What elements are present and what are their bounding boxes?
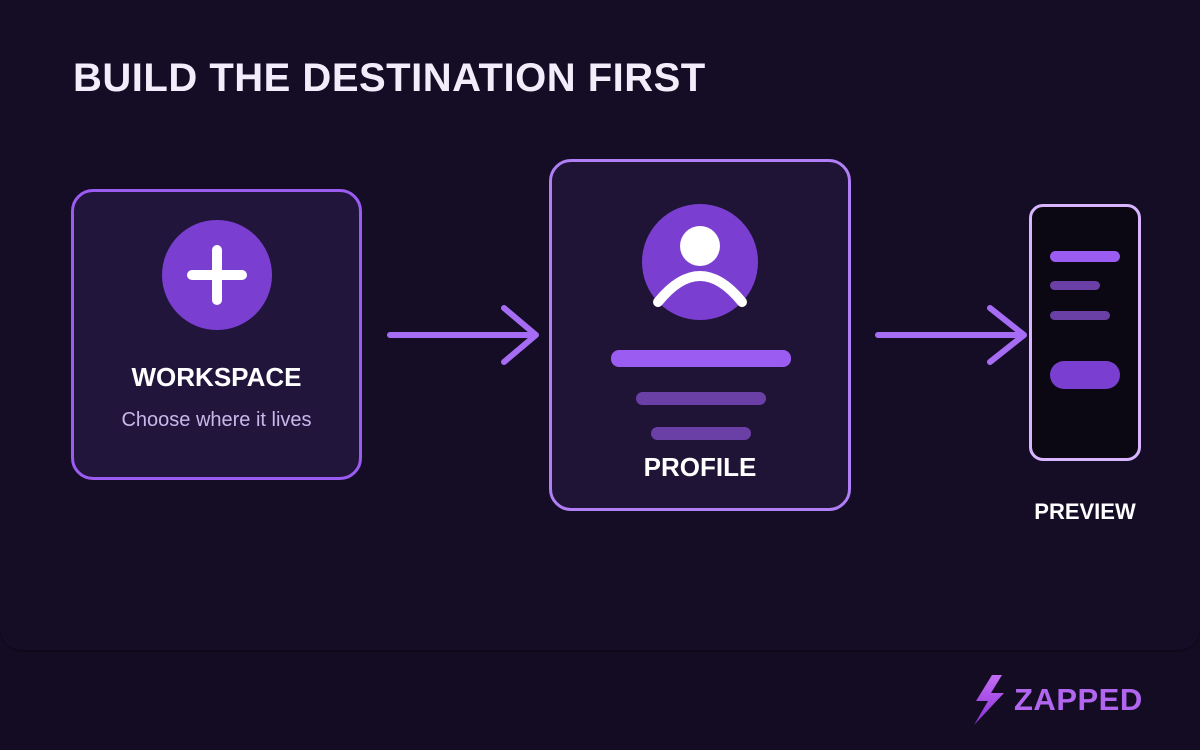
workspace-card: WORKSPACE Choose where it lives [71,189,362,480]
page-title: BUILD THE DESTINATION FIRST [73,56,706,100]
user-icon [642,204,758,320]
brand-logo: ZAPPED [970,675,1143,725]
arrow-right-icon [875,305,1027,365]
profile-detail-bar [636,392,766,405]
main-panel: BUILD THE DESTINATION FIRST WORKSPACE Ch… [71,56,1141,524]
phone-button [1050,361,1120,389]
phone-line-bar [1050,311,1110,320]
profile-card: PROFILE [549,159,851,511]
workspace-label: WORKSPACE [131,362,302,392]
lightning-bolt-icon [974,675,1004,725]
profile-detail-bar [651,427,751,440]
preview-label: PREVIEW [1034,499,1136,524]
arrow-right-icon [387,305,539,365]
phone-title-bar [1050,251,1120,262]
brand-name: ZAPPED [1014,682,1143,717]
plus-icon [162,220,272,330]
workspace-sublabel: Choose where it lives [121,409,312,431]
phone-icon [1029,204,1141,461]
profile-label: PROFILE [643,452,757,482]
phone-line-bar [1050,281,1100,290]
profile-name-bar [611,350,791,367]
